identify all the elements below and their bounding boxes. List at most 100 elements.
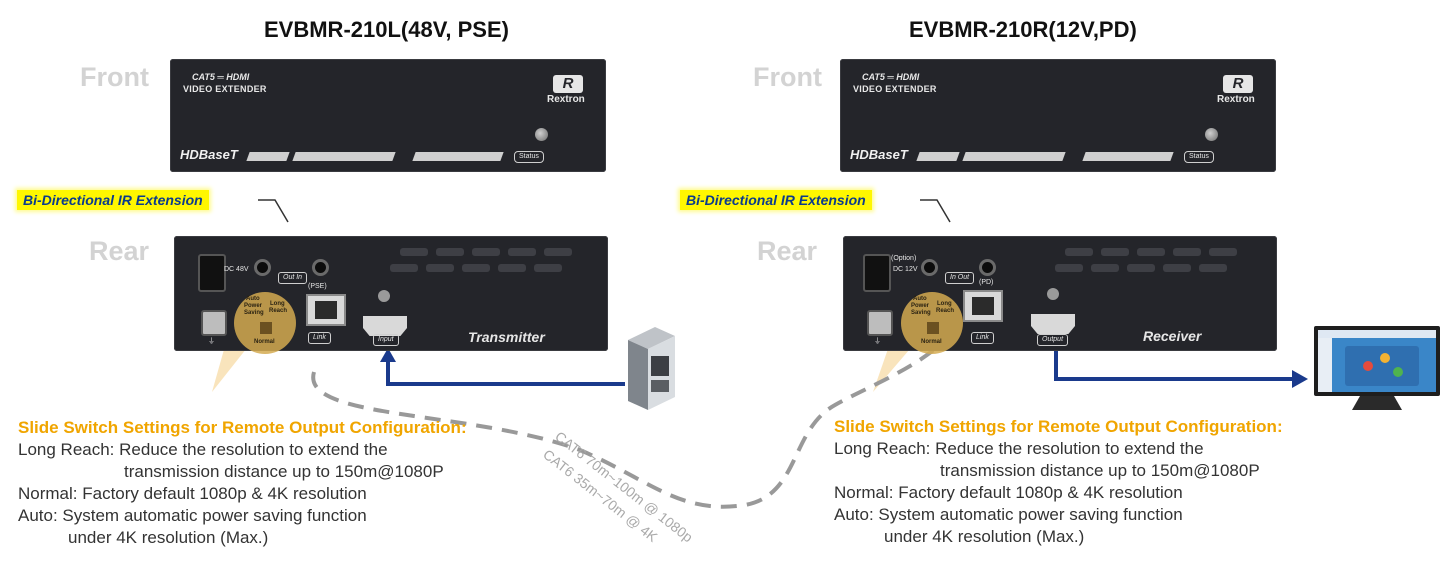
left-settings-heading: Slide Switch Settings for Remote Output …: [18, 418, 467, 437]
tv-monitor-icon: [1314, 326, 1440, 410]
right-switch-reach: Reach: [936, 308, 955, 314]
right-switch-power: Power: [911, 303, 930, 309]
left-front-strip: [292, 152, 396, 161]
left-vent: [508, 248, 536, 256]
left-vent: [498, 264, 526, 272]
right-option-label: (Option): [891, 255, 917, 262]
left-vent: [390, 264, 418, 272]
left-long-reach-line2: transmission distance up to 150m@1080P: [124, 462, 444, 481]
right-vent: [1065, 248, 1093, 256]
left-status-label: Status: [514, 151, 544, 163]
left-switch-auto: Auto: [246, 296, 260, 302]
left-ir-receiver-jack: [312, 259, 329, 276]
right-output-label: Output: [1037, 334, 1069, 346]
right-ground-terminal: [867, 310, 893, 336]
right-status-label: Status: [1184, 151, 1214, 163]
right-switch-auto: Auto: [913, 296, 927, 302]
right-link-label: Link: [971, 332, 994, 344]
left-switch-reach: Reach: [269, 308, 288, 314]
left-vent: [462, 264, 490, 272]
ir-leader-left: [258, 199, 289, 223]
right-hdbaset-logo: HDBaseT: [850, 147, 908, 162]
left-brand-mark: R: [553, 75, 583, 93]
right-vent: [1209, 248, 1237, 256]
right-dc-label: DC 12V: [893, 266, 918, 273]
left-long-reach-line1: Long Reach: Reduce the resolution to ext…: [18, 440, 388, 459]
left-transmitter-label: Transmitter: [468, 329, 545, 345]
left-auto-line2: under 4K resolution (Max.): [68, 528, 269, 547]
left-switch-power: Power: [244, 303, 263, 309]
left-vent: [400, 248, 428, 256]
right-brand-name: Rextron: [1217, 94, 1255, 105]
output-arrow-head: [1292, 370, 1308, 388]
right-long-reach-line2: transmission distance up to 150m@1080P: [940, 461, 1260, 480]
left-vent: [544, 248, 572, 256]
left-hdmi-screw: [378, 290, 390, 302]
right-status-led: [1205, 128, 1218, 141]
right-ir-port-label: In Out: [945, 272, 975, 284]
right-switch-long: Long: [937, 301, 952, 307]
left-switch-saving: Saving: [244, 310, 264, 316]
right-long-reach-line1: Long Reach: Reduce the resolution to ext…: [834, 439, 1204, 458]
pc-tower-icon: [628, 327, 675, 410]
input-arrow-line: [386, 358, 625, 386]
right-switch-slider[interactable]: [927, 322, 939, 334]
output-arrow-line: [1054, 348, 1296, 381]
right-settings-heading: Slide Switch Settings for Remote Output …: [834, 417, 1283, 436]
right-model-title: EVBMR-210R(12V,PD): [909, 17, 1137, 42]
right-video-extender-text: VIDEO EXTENDER: [853, 84, 937, 94]
left-front-strip: [412, 152, 504, 161]
right-vent: [1055, 264, 1083, 272]
left-model-title: EVBMR-210L(48V, PSE): [264, 17, 509, 42]
ground-icon: ⏚: [874, 338, 881, 345]
left-vent: [426, 264, 454, 272]
left-normal-line: Normal: Factory default 1080p & 4K resol…: [18, 484, 367, 503]
right-vent: [1127, 264, 1155, 272]
left-pse-label: (PSE): [308, 283, 327, 290]
right-rear-panel: (Option) DC 12V In Out ⏚ Auto Power Savi…: [843, 236, 1277, 354]
right-front-panel: CAT5 ═ HDMI VIDEO EXTENDER R Rextron HDB…: [840, 59, 1276, 172]
ir-emitter-icon: [254, 259, 271, 276]
right-auto-line2: under 4K resolution (Max.): [884, 527, 1085, 546]
right-front-strip: [962, 152, 1066, 161]
right-hdmi-port: [1031, 314, 1075, 334]
input-arrow-head: [380, 348, 396, 362]
right-switch-normal: Normal: [921, 339, 942, 345]
left-front-label: Front: [80, 62, 149, 92]
left-hdbaset-logo: HDBaseT: [180, 147, 238, 162]
right-rear-label: Rear: [757, 236, 818, 266]
left-switch-normal: Normal: [254, 339, 275, 345]
left-slide-switch[interactable]: Auto Power Saving Long Reach Normal: [234, 292, 296, 354]
right-hdmi-screw: [1047, 288, 1059, 300]
cat6-cable: [311, 319, 962, 509]
right-receiver-label: Receiver: [1143, 328, 1202, 344]
left-front-panel: CAT5 ═ HDMI VIDEO EXTENDER R Rextron HDB…: [170, 59, 606, 172]
left-switch-long: Long: [270, 301, 285, 307]
left-ir-port-label: Out In: [278, 272, 308, 284]
right-vent: [1199, 264, 1227, 272]
left-cat-hdmi-logo: CAT5 ═ HDMI: [192, 72, 250, 82]
right-vent: [1163, 264, 1191, 272]
left-hdmi-port: [363, 316, 407, 336]
left-rear-panel: DC 48V Out In ⏚ Auto Power Saving Long R…: [174, 236, 608, 354]
ir-leader-right: [920, 199, 951, 223]
left-status-led: [535, 128, 548, 141]
ir-emitter-icon: [921, 259, 938, 276]
right-slide-switch[interactable]: Auto Power Saving Long Reach Normal: [901, 292, 963, 354]
left-brand-name: Rextron: [547, 94, 585, 105]
right-auto-line1: Auto: System automatic power saving func…: [834, 505, 1183, 524]
right-vent: [1137, 248, 1165, 256]
left-ir-banner: Bi-Directional IR Extension: [17, 190, 209, 210]
left-switch-slider[interactable]: [260, 322, 272, 334]
right-vent: [1101, 248, 1129, 256]
left-video-extender-text: VIDEO EXTENDER: [183, 84, 267, 94]
left-ground-terminal: [201, 310, 227, 336]
left-link-label: Link: [308, 332, 331, 344]
left-dc-label: DC 48V: [224, 266, 249, 273]
ground-icon: ⏚: [208, 338, 215, 345]
left-rear-label: Rear: [89, 236, 150, 266]
left-dc-jack: [198, 254, 226, 292]
right-switch-saving: Saving: [911, 310, 931, 316]
left-vent: [472, 248, 500, 256]
left-auto-line1: Auto: System automatic power saving func…: [18, 506, 367, 525]
